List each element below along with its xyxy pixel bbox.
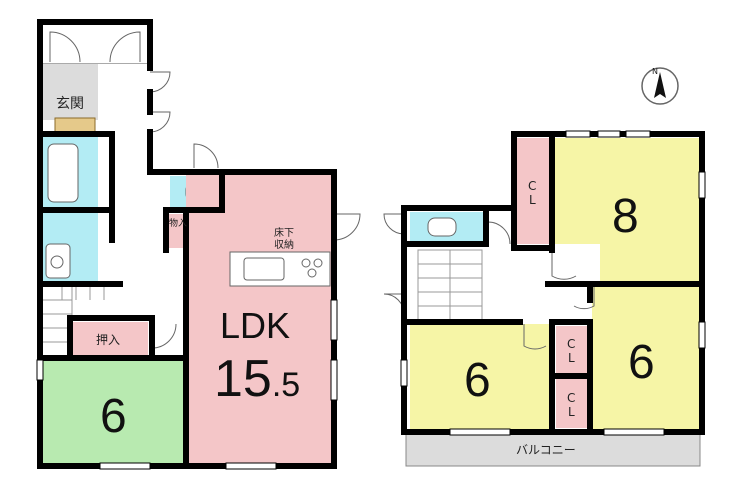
windows-2f <box>400 130 706 436</box>
cl-mid-upper-l: L <box>568 351 575 365</box>
bedroom-right-size: 6 <box>628 336 655 389</box>
ldk-size: 15.5 <box>214 350 300 408</box>
storage-label: 物入 <box>169 217 187 229</box>
door-swing <box>383 213 405 235</box>
washbasin <box>45 243 71 279</box>
cl-mid-lower-l: L <box>568 405 575 419</box>
washbasin-bowl <box>50 255 64 269</box>
door-swing <box>149 111 171 133</box>
floor-1: 玄関 押入 物入 床下 収納 LDK 15.5 6 <box>36 19 361 470</box>
windows-1f <box>36 299 338 470</box>
closet-mid-lower <box>556 378 588 428</box>
compass: N <box>641 67 679 105</box>
closet-mid-upper <box>556 326 588 374</box>
bedroom-top-size: 8 <box>612 190 639 243</box>
kitchen-sink <box>243 257 285 281</box>
entrance-label: 玄関 <box>56 95 84 112</box>
ldk-size-int: 15 <box>214 350 272 408</box>
door-swing <box>149 71 171 93</box>
ldk-label: LDK <box>220 305 290 346</box>
bedroom-left-size: 6 <box>464 354 491 407</box>
floor-2: C L C L C L 8 6 6 バルコニー <box>383 130 706 467</box>
balcony-label: バルコニー <box>516 443 576 457</box>
door-swing <box>333 213 361 241</box>
cl-mid-upper-c: C <box>567 337 575 351</box>
door-swing <box>193 143 219 169</box>
washitsu-size: 6 <box>100 390 127 443</box>
closet-top <box>516 138 550 244</box>
underfloor-label-1: 床下 <box>274 226 294 239</box>
door-swing <box>523 324 547 350</box>
balcony <box>405 433 701 467</box>
walls-1f <box>37 19 337 469</box>
compass-needle-icon <box>654 72 666 98</box>
toilet-2f-fixture <box>427 217 457 237</box>
bedroom-left <box>410 324 554 430</box>
door-swing <box>151 323 177 349</box>
bathtub <box>47 143 79 203</box>
underfloor-label-2: 収納 <box>274 238 294 251</box>
monoire-storage <box>168 214 184 248</box>
washitsu-room <box>42 360 186 464</box>
stove-burner-3 <box>307 268 317 278</box>
ldk-size-dec: .5 <box>272 366 300 404</box>
stove-burner-2 <box>313 258 323 268</box>
compass-north-label: N <box>652 67 658 76</box>
cl-mid-lower-c: C <box>567 391 575 405</box>
bedroom-right <box>592 286 700 430</box>
stove-burner-1 <box>301 258 311 268</box>
entrance-step <box>54 117 96 133</box>
cl-top-l: L <box>529 193 536 207</box>
entrance-floor <box>42 64 98 120</box>
porch-door-swing-left <box>49 31 81 63</box>
porch-door-swing-right <box>109 31 141 63</box>
door-swing <box>573 286 595 310</box>
closet-label: 押入 <box>96 333 120 347</box>
door-swing <box>551 252 577 280</box>
oshiire-closet <box>72 322 148 358</box>
ldk-room <box>186 172 332 464</box>
door-swing <box>487 221 511 245</box>
entrance-porch <box>41 23 149 65</box>
cl-top-c: C <box>528 179 536 193</box>
